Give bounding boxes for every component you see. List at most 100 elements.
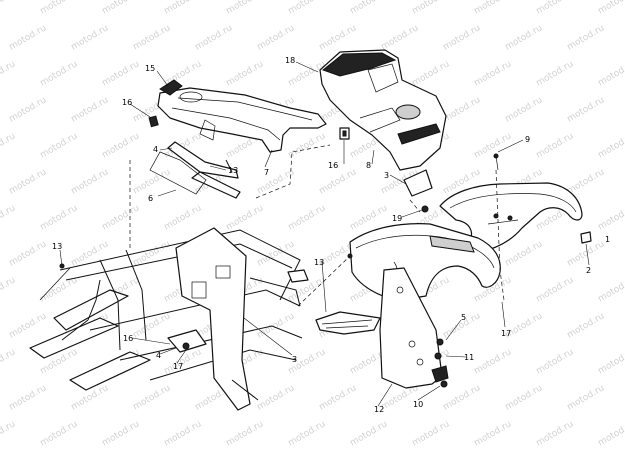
- callout-18: 18: [285, 56, 295, 65]
- callout-15: 15: [145, 64, 155, 73]
- watermark-text: motod.ru: [597, 275, 625, 304]
- watermark-text: motod.ru: [101, 419, 142, 448]
- watermark-text: motod.ru: [0, 419, 17, 448]
- watermark-text: motod.ru: [535, 59, 576, 88]
- callout-19: 19: [392, 214, 402, 223]
- watermark-text: motod.ru: [70, 95, 111, 124]
- watermark-text: motod.ru: [225, 419, 266, 448]
- watermark-text: motod.ru: [256, 311, 297, 340]
- mount-brackets: [149, 141, 241, 199]
- watermark-text: motod.ru: [0, 0, 17, 17]
- footrest: [315, 311, 381, 335]
- callout-7: 7: [264, 168, 269, 177]
- watermark-text: motod.ru: [287, 0, 328, 17]
- leader-lines: [59, 61, 590, 407]
- callout-16-mid: 16: [328, 161, 338, 170]
- watermark-text: motod.ru: [597, 419, 625, 448]
- watermark-text: motod.ru: [70, 23, 111, 52]
- decal-3: [403, 169, 433, 197]
- watermark-text: motod.ru: [411, 59, 452, 88]
- watermark-text: motod.ru: [39, 131, 80, 160]
- watermark-text: motod.ru: [39, 0, 80, 17]
- watermark-text: motod.ru: [566, 311, 607, 340]
- callout-4-lower: 4: [156, 351, 161, 360]
- watermark-text: motod.ru: [101, 59, 142, 88]
- watermark-text: motod.ru: [411, 0, 452, 17]
- watermark-text: motod.ru: [101, 131, 142, 160]
- watermark-text: motod.ru: [287, 203, 328, 232]
- callout-3-upper: 3: [384, 171, 389, 180]
- watermark-text: motod.ru: [504, 383, 545, 412]
- watermark-text: motod.ru: [0, 275, 17, 304]
- watermark-text: motod.ru: [473, 59, 514, 88]
- watermark-text: motod.ru: [163, 203, 204, 232]
- watermark-text: motod.ru: [8, 311, 49, 340]
- front-rack-panel: [157, 79, 327, 153]
- callout-3-lower: 3: [292, 355, 297, 364]
- watermark-text: motod.ru: [39, 203, 80, 232]
- callout-17-lower: 17: [173, 362, 183, 371]
- watermark-text: motod.ru: [318, 383, 359, 412]
- watermark-text: motod.ru: [566, 239, 607, 268]
- callout-13-right: 13: [314, 258, 324, 267]
- callout-2: 2: [586, 266, 591, 275]
- watermark-text: motod.ru: [0, 59, 17, 88]
- callout-4-upper: 4: [153, 145, 158, 154]
- watermark-text: motod.ru: [70, 239, 111, 268]
- watermark-text: motod.ru: [287, 131, 328, 160]
- watermark-text: motod.ru: [566, 23, 607, 52]
- watermark-text: motod.ru: [163, 0, 204, 17]
- watermark-text: motod.ru: [597, 0, 625, 17]
- callout-8: 8: [366, 161, 371, 170]
- watermark-text: motod.ru: [473, 347, 514, 376]
- watermark-text: motod.ru: [504, 23, 545, 52]
- watermark-text: motod.ru: [39, 59, 80, 88]
- callout-5: 5: [461, 313, 466, 322]
- watermark-text: motod.ru: [349, 419, 390, 448]
- watermark-text: motod.ru: [597, 203, 625, 232]
- watermark-text: motod.ru: [473, 419, 514, 448]
- watermark-text: motod.ru: [132, 383, 173, 412]
- callout-6: 6: [148, 194, 153, 203]
- callout-13-left: 13: [52, 242, 62, 251]
- watermark-text: motod.ru: [473, 0, 514, 17]
- watermark-text: motod.ru: [8, 95, 49, 124]
- watermark-text: motod.ru: [132, 239, 173, 268]
- watermark-text: motod.ru: [535, 0, 576, 17]
- watermark-text: motod.ru: [597, 131, 625, 160]
- mud-flap-plate: [379, 267, 449, 389]
- watermark-text: motod.ru: [225, 203, 266, 232]
- watermark-text: motod.ru: [566, 95, 607, 124]
- watermark-text: motod.ru: [535, 131, 576, 160]
- watermark-text: motod.ru: [132, 167, 173, 196]
- bracket-16-mid: [339, 127, 350, 140]
- watermark-text: motod.ru: [0, 347, 17, 376]
- watermark-text: motod.ru: [8, 23, 49, 52]
- watermark-text: motod.ru: [8, 239, 49, 268]
- callout-16-lower: 16: [123, 334, 133, 343]
- callout-10: 10: [413, 400, 423, 409]
- watermark-text: motod.ru: [535, 347, 576, 376]
- atv-frame: [29, 227, 309, 411]
- watermark-text: motod.ru: [163, 419, 204, 448]
- watermark-text: motod.ru: [256, 383, 297, 412]
- assembly-lines: [129, 144, 505, 307]
- watermark-text: motod.ru: [473, 131, 514, 160]
- watermark-text: motod.ru: [442, 383, 483, 412]
- watermark-text: motod.ru: [287, 419, 328, 448]
- watermark-text: motod.ru: [504, 95, 545, 124]
- watermark-text: motod.ru: [504, 239, 545, 268]
- hood-cover: [319, 49, 447, 171]
- watermark-text: motod.ru: [566, 167, 607, 196]
- callout-9: 9: [525, 135, 530, 144]
- callout-13-upper: 13: [228, 166, 238, 175]
- watermark-text: motod.ru: [101, 0, 142, 17]
- watermark-text: motod.ru: [225, 0, 266, 17]
- watermark-text: motod.ru: [132, 23, 173, 52]
- watermark-text: motod.ru: [597, 59, 625, 88]
- watermark-text: motod.ru: [70, 167, 111, 196]
- watermark-text: motod.ru: [0, 203, 17, 232]
- callout-12: 12: [374, 405, 384, 414]
- watermark-text: motod.ru: [535, 419, 576, 448]
